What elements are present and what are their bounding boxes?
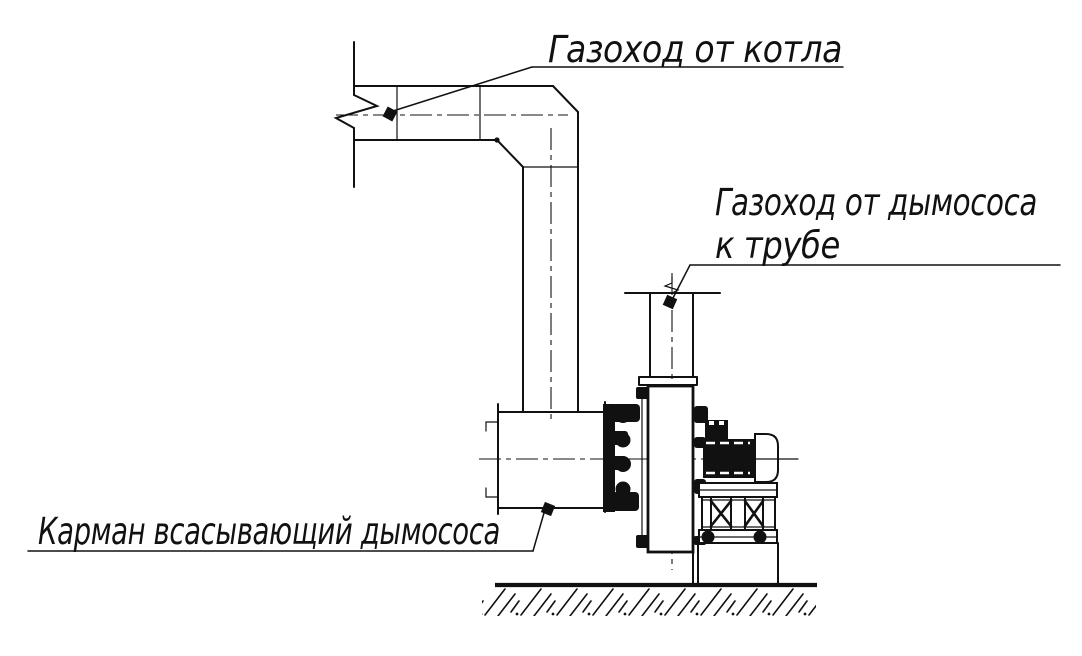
label-boiler-duct: Газоход от котла [382,28,844,122]
leader-point-marker [382,106,398,122]
casing-bracket-1 [694,406,708,423]
pocket-flange-tab-bottom [485,487,499,498]
leader-line [532,512,545,552]
discharge-flange [638,376,698,386]
leader-line [392,66,533,112]
flange-plate [603,404,615,512]
boiler-duct [333,41,554,188]
break-zigzag [333,94,380,129]
stand-pedestal [697,542,779,585]
foundation-ground [482,582,817,616]
anchor-bolt-right [753,530,767,544]
leader-point-marker [662,294,678,310]
casing-body [646,384,695,554]
motor-stand [692,482,779,585]
stand-frame-posts [701,496,776,531]
motor-body [703,439,755,478]
elbow-chamfer-top [552,85,579,113]
terminal-box-notch-1 [709,421,714,425]
elbow-and-downcomer [494,85,579,413]
terminal-box-notch-2 [719,421,724,425]
stand-x-bracing [709,499,765,528]
inlet-clamp-top [636,387,650,399]
exhauster-duct-label-line1: Газоход от дымососа [715,181,1037,224]
flange-bolt-cluster-mid2 [612,456,626,470]
pocket-flange-tab-top [485,421,499,432]
flange-bolt-cluster-bottom [612,492,639,511]
motor-terminal-box [705,420,728,439]
flange-bolt-cluster-top [612,404,640,422]
elbow-chamfer-bottom [496,139,524,168]
leader-line [672,264,691,299]
ground-hatching [482,588,816,616]
electric-motor [703,420,799,483]
suction-pocket-label: Карман всасывающий дымососа [38,510,500,553]
anchor-bolt-left [701,530,715,544]
exhauster-duct-label-line2: к трубе [715,224,840,267]
inlet-flange-bolts [603,404,640,512]
motor-rear-bell [754,433,779,483]
boiler-duct-label: Газоход от котла [548,28,842,71]
flange-bolt-cluster-mid1 [612,431,628,445]
suction-pocket [485,401,606,515]
elbow-corner-dot [494,137,500,143]
inlet-clamp-bottom [636,535,650,548]
label-suction-pocket: Карман всасывающий дымососа [27,501,556,553]
label-exhauster-to-chimney: Газоход от дымососа к трубе [662,181,1061,310]
